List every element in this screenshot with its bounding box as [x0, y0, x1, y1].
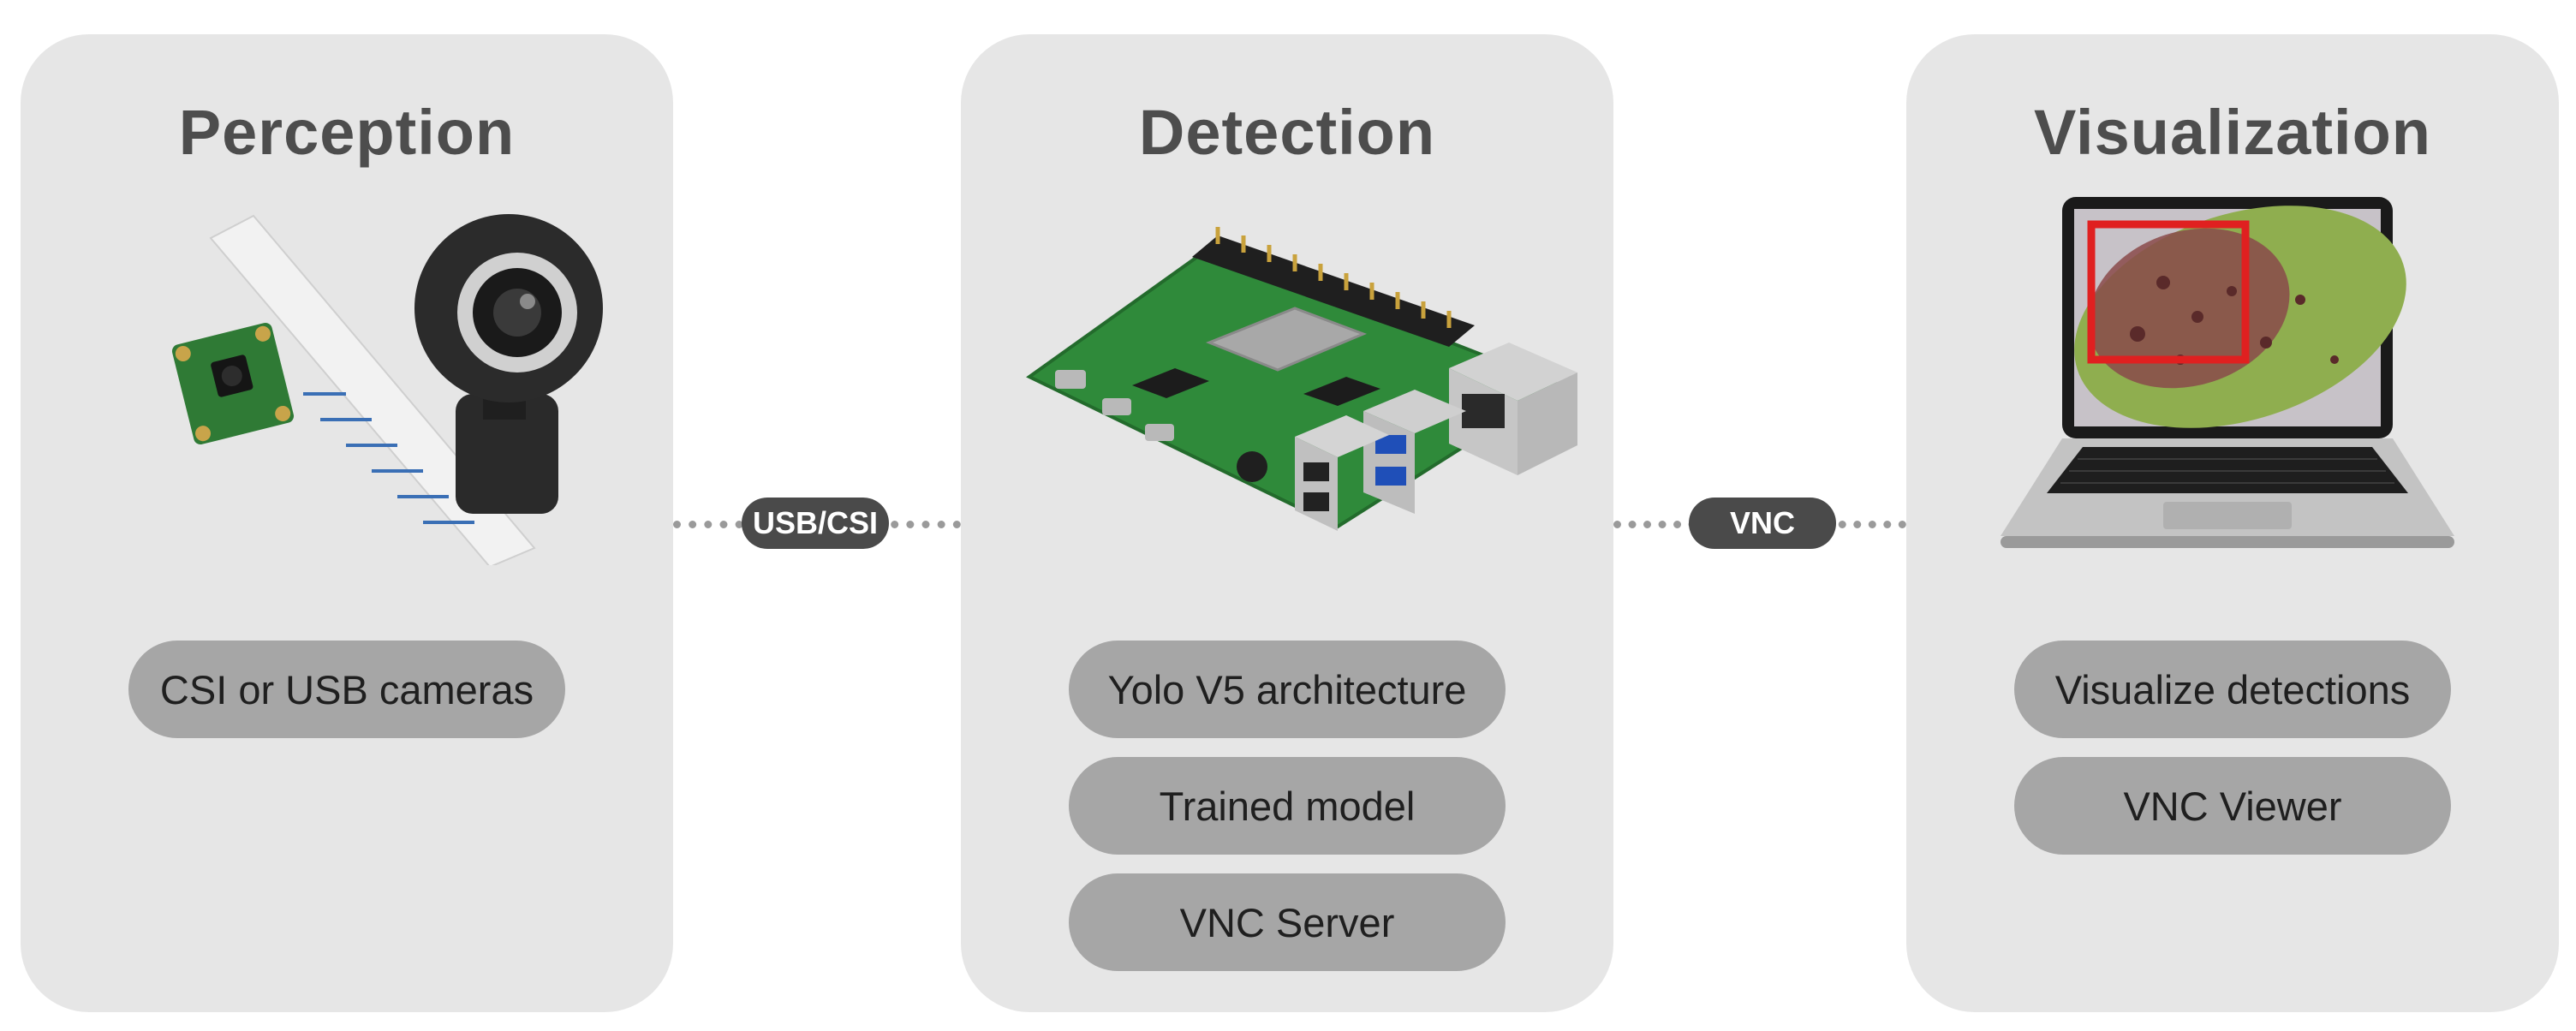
- stage-title: Perception: [178, 97, 516, 168]
- stage-visualization: Visualization: [1906, 34, 2559, 1012]
- connector-perception-detection: USB/CSI: [673, 498, 961, 549]
- connector-label: USB/CSI: [742, 498, 889, 549]
- stage-detection: Detection: [961, 34, 1613, 1012]
- stage-item: VNC Viewer: [2014, 757, 2451, 855]
- stage-item: Trained model: [1069, 757, 1506, 855]
- connector-label: VNC: [1689, 498, 1836, 549]
- stage-item: Visualize detections: [2014, 641, 2451, 738]
- raspberry-pi-board-illustration: [1026, 227, 1577, 531]
- connector-detection-visualization: VNC: [1613, 498, 1906, 549]
- cameras-illustration: [171, 214, 603, 565]
- stage-title: Detection: [1138, 97, 1436, 168]
- laptop-icon: [2001, 197, 2454, 548]
- stage-item: VNC Server: [1069, 873, 1506, 971]
- laptop-illustration: [2001, 197, 2454, 548]
- raspberry-pi-icon: [1026, 227, 1577, 531]
- stage-item: CSI or USB cameras: [128, 641, 565, 738]
- detection-box-icon: [2087, 220, 2250, 364]
- csi-camera-icon: [171, 322, 295, 445]
- stage-item: Yolo V5 architecture: [1069, 641, 1506, 738]
- stage-title: Visualization: [2034, 97, 2431, 168]
- webcam-icon: [414, 214, 603, 514]
- stage-perception: Perception CSI or USB c: [21, 34, 673, 1012]
